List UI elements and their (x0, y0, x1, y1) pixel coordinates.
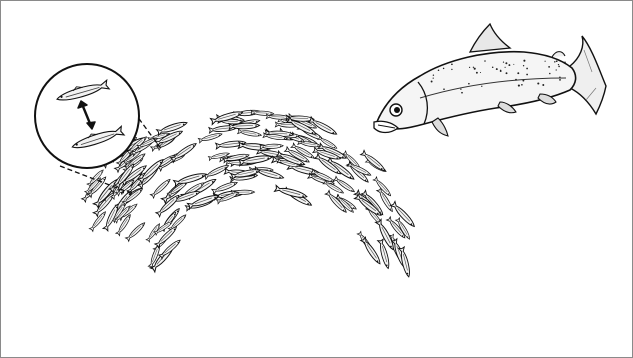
trout-spot (526, 68, 528, 70)
trout-spot (545, 61, 546, 62)
trout-spot (433, 75, 434, 76)
trout-spot (476, 72, 478, 74)
trout-spot (518, 85, 520, 87)
trout-spot (503, 61, 504, 62)
trout-spot (548, 66, 550, 68)
trout-spot (556, 69, 557, 70)
trout-spot (558, 66, 560, 68)
trout-spot (433, 78, 434, 79)
trout-spot (564, 61, 566, 63)
trout-spot (523, 65, 524, 66)
trout-spot (522, 80, 524, 82)
trout-spot (537, 82, 539, 84)
trout-spot (506, 72, 508, 74)
trout-spot (474, 68, 476, 70)
trout-spot (521, 84, 523, 86)
trout-spot (559, 79, 561, 81)
trout-spot (438, 70, 440, 72)
trout-spot (461, 92, 463, 94)
trout-spot (481, 86, 482, 87)
trout-spot (451, 63, 453, 65)
trout-spot (443, 88, 445, 90)
trout-spot (549, 73, 551, 75)
trout-spot (500, 70, 502, 72)
trout-spot (431, 81, 433, 83)
trout-spot (526, 74, 528, 76)
trout-spot (515, 79, 517, 81)
trout-spot (523, 60, 525, 62)
trout-spot (554, 61, 555, 62)
trout-spot (469, 67, 470, 68)
trout-spot (508, 64, 510, 66)
trout-spot (443, 68, 445, 70)
trout-spot (517, 72, 519, 74)
trout-spot (484, 60, 486, 62)
trout-spot (513, 64, 514, 65)
trout-spot (556, 60, 558, 62)
trout-spot (468, 83, 470, 85)
magnifier-inset (35, 64, 139, 168)
trout-spot (473, 67, 474, 68)
trout-spot (505, 62, 507, 64)
trout-spot (559, 76, 560, 77)
trout-spot (492, 67, 494, 69)
trout-spot (451, 69, 452, 70)
trout-spot (460, 89, 461, 90)
trout-spot (542, 84, 544, 86)
trout-spot (496, 68, 498, 70)
trout-spot (480, 72, 481, 73)
trout-spot (505, 67, 506, 68)
trout-spot (558, 64, 559, 65)
